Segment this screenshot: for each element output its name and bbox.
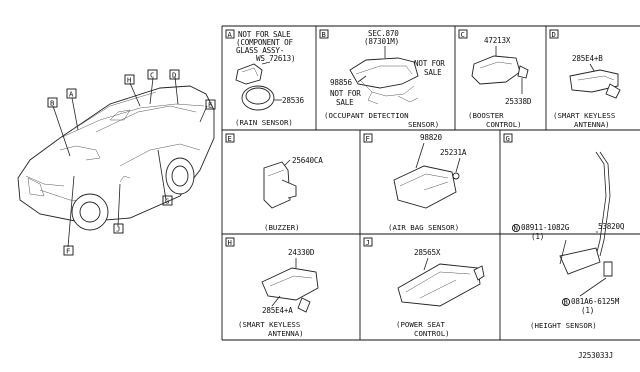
svg-text:SALE: SALE: [336, 98, 354, 107]
svg-text:(SMART KEYLESS: (SMART KEYLESS: [553, 111, 615, 120]
panel-b-occupant-detection: B SEC.870 (87301M) NOT FOR SALE 98856 NO…: [319, 29, 445, 129]
svg-text:(87301M): (87301M): [364, 37, 399, 46]
svg-text:N: N: [514, 224, 518, 233]
svg-text:B: B: [322, 30, 326, 39]
svg-text:B: B: [564, 298, 568, 307]
svg-text:NOT FOR: NOT FOR: [414, 59, 445, 68]
svg-text:CONTROL): CONTROL): [414, 329, 450, 338]
callout-h: H: [124, 74, 135, 85]
svg-text:25231A: 25231A: [440, 148, 467, 157]
svg-text:285E4+A: 285E4+A: [262, 306, 293, 315]
svg-text:SALE: SALE: [424, 68, 442, 77]
svg-text:(OCCUPANT DETECTION: (OCCUPANT DETECTION: [324, 111, 409, 120]
svg-text:(SMART KEYLESS: (SMART KEYLESS: [238, 320, 300, 329]
svg-text:C: C: [150, 71, 154, 80]
callout-f: F: [63, 245, 74, 256]
callout-b: B: [47, 97, 58, 108]
svg-text:(1): (1): [531, 232, 544, 241]
svg-text:E: E: [208, 101, 212, 110]
svg-text:24330D: 24330D: [288, 248, 315, 257]
nut-symbol: N: [511, 224, 521, 233]
svg-text:E: E: [228, 134, 232, 143]
svg-text:H: H: [127, 76, 131, 85]
panel-e-buzzer: E 25640CA (BUZZER): [225, 133, 323, 232]
svg-text:98820: 98820: [420, 133, 442, 142]
svg-text:53820Q: 53820Q: [598, 222, 625, 231]
svg-text:D: D: [172, 71, 176, 80]
svg-text:F: F: [366, 134, 370, 143]
panel-c-booster-control: C 47213X 25338D (BOOSTER CONTROL): [458, 29, 532, 129]
svg-text:NOT FOR: NOT FOR: [330, 89, 361, 98]
panel-a-rain-sensor: A NOT FOR SALE (COMPONENT OF GLASS ASSY-…: [225, 29, 305, 127]
panel-h-smart-keyless-antenna: H 24330D 285E4+A (SMART KEYLESS ANTENNA): [225, 237, 319, 338]
callout-c: C: [147, 69, 158, 80]
svg-text:98856: 98856: [330, 78, 352, 87]
svg-text:J: J: [366, 238, 370, 247]
svg-text:28565X: 28565X: [414, 248, 441, 257]
svg-text:WS 72613): WS 72613): [256, 54, 295, 63]
panel-f-air-bag-sensor: F 98820 25231A (AIR BAG SENSOR): [363, 133, 467, 232]
svg-text:B: B: [50, 99, 54, 108]
panel-g-height-sensor: G 53820Q N 08911-1082G (1) B 081A6-6125M…: [503, 133, 625, 330]
diagram-id: J253033J: [578, 351, 613, 360]
svg-text:(HEIGHT SENSOR): (HEIGHT SENSOR): [530, 321, 597, 330]
svg-text:(RAIN SENSOR): (RAIN SENSOR): [235, 118, 293, 127]
svg-text:A: A: [228, 30, 233, 39]
svg-text:47213X: 47213X: [484, 36, 511, 45]
callout-g: G: [162, 195, 173, 206]
callout-e: E: [205, 99, 216, 110]
panel-grid: [221, 25, 640, 341]
svg-text:A: A: [69, 90, 74, 99]
svg-text:F: F: [66, 247, 70, 256]
svg-text:GLASS ASSY-: GLASS ASSY-: [236, 46, 284, 55]
svg-text:C: C: [461, 30, 465, 39]
svg-text:25338D: 25338D: [505, 97, 532, 106]
svg-text:ANTENNA): ANTENNA): [268, 329, 304, 338]
svg-text:D: D: [552, 30, 556, 39]
callout-d: D: [169, 69, 180, 80]
svg-text:H: H: [228, 238, 232, 247]
svg-text:CONTROL): CONTROL): [486, 120, 522, 129]
svg-text:25640CA: 25640CA: [292, 156, 323, 165]
svg-text:(AIR BAG SENSOR): (AIR BAG SENSOR): [388, 223, 459, 232]
svg-text:08911-1082G: 08911-1082G: [521, 223, 570, 232]
svg-text:(BUZZER): (BUZZER): [264, 223, 300, 232]
callout-j: J: [113, 223, 124, 234]
panel-d-smart-keyless-antenna: D 285E4+B (SMART KEYLESS ANTENNA): [549, 29, 621, 129]
svg-text:285E4+B: 285E4+B: [572, 54, 603, 63]
bolt-symbol: B: [561, 298, 571, 307]
svg-text:NOT FOR SALE: NOT FOR SALE: [238, 30, 291, 39]
svg-text:(1): (1): [581, 306, 594, 315]
svg-text:SENSOR): SENSOR): [408, 120, 439, 129]
callout-a: A: [66, 88, 77, 99]
svg-text:ANTENNA): ANTENNA): [574, 120, 610, 129]
svg-text:28536: 28536: [282, 96, 304, 105]
svg-text:081A6-6125M: 081A6-6125M: [571, 297, 620, 306]
vehicle-overview: A B H C D E G F J: [17, 69, 216, 256]
svg-text:G: G: [165, 197, 169, 206]
svg-text:(POWER SEAT: (POWER SEAT: [396, 320, 445, 329]
svg-text:SEC.870: SEC.870: [368, 29, 399, 38]
svg-text:J: J: [116, 225, 120, 234]
svg-text:(BOOSTER: (BOOSTER: [468, 111, 504, 120]
svg-text:(COMPONENT OF: (COMPONENT OF: [236, 38, 293, 47]
svg-text:G: G: [506, 134, 510, 143]
panel-j-power-seat-control: J 28565X (POWER SEAT CONTROL): [363, 237, 485, 338]
